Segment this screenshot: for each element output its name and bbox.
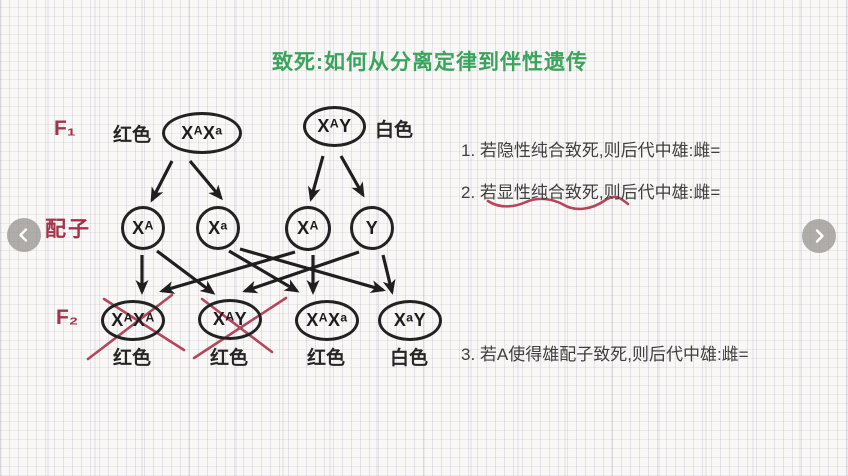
row-label-gametes: 配子 bbox=[45, 218, 91, 241]
f1-mother-genotype: XᴬXᵃ bbox=[162, 112, 242, 154]
gamete-xa-recessive: Xᵃ bbox=[196, 206, 240, 250]
f2-genotype-xay2: XᵃY bbox=[378, 300, 442, 341]
f2-phenotype-1: 红色 bbox=[113, 348, 152, 369]
gamete-xa-dominant-2: Xᴬ bbox=[285, 206, 331, 251]
question-3: 3. 若A使得雄配子致死,则后代中雄:雌= bbox=[461, 345, 749, 364]
prev-slide-button[interactable] bbox=[7, 218, 41, 252]
question-2: 2. 若显性纯合致死,则后代中雄:雌= bbox=[461, 183, 721, 202]
gamete-y: Y bbox=[350, 206, 394, 250]
f1-father-genotype: XᴬY bbox=[303, 106, 366, 147]
f2-phenotype-2: 红色 bbox=[210, 348, 249, 369]
page-title: 致死:如何从分离定律到伴性遗传 bbox=[272, 51, 588, 74]
f2-phenotype-4: 白色 bbox=[390, 348, 429, 369]
f2-genotype-xaxa: XᴬXᴬ bbox=[101, 300, 165, 341]
gamete-to-f2-arrows bbox=[135, 247, 396, 295]
chevron-left-icon bbox=[16, 227, 32, 243]
row-label-f2: F₂ bbox=[56, 306, 79, 329]
row-label-f1: F₁ bbox=[54, 117, 76, 140]
next-slide-button[interactable] bbox=[802, 219, 836, 253]
chevron-right-icon bbox=[811, 228, 827, 244]
f1-to-gamete-arrows bbox=[150, 155, 365, 203]
f1-mother-phenotype: 红色 bbox=[113, 125, 152, 146]
f2-phenotype-3: 红色 bbox=[307, 348, 346, 369]
f2-genotype-xaxa2: XᴬXᵃ bbox=[295, 300, 359, 341]
f2-genotype-xay: XᴬY bbox=[198, 299, 262, 340]
f1-father-phenotype: 白色 bbox=[375, 120, 414, 141]
gamete-xa-dominant-1: Xᴬ bbox=[121, 206, 165, 250]
question-1: 1. 若隐性纯合致死,则后代中雄:雌= bbox=[461, 141, 721, 160]
